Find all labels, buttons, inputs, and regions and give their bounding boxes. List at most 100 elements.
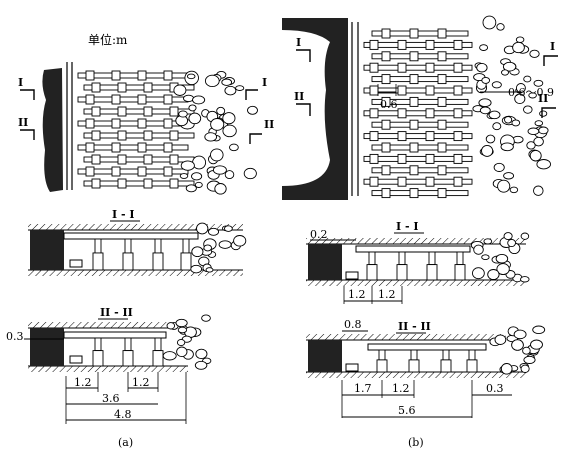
panel-a-plan: I I II II: [18, 62, 274, 195]
prop-head: [381, 96, 391, 107]
prop-head: [453, 153, 463, 164]
roof-beam: [371, 53, 469, 60]
rock: [195, 348, 208, 360]
prop-head: [437, 142, 447, 153]
rock: [196, 222, 209, 235]
prop-head: [163, 166, 173, 177]
roof-beam: [371, 144, 469, 151]
roof-beam: [83, 84, 195, 91]
rock: [496, 263, 510, 276]
prop-head: [425, 39, 435, 50]
prop-head: [397, 62, 407, 73]
rock: [538, 126, 549, 135]
prop-head: [91, 154, 101, 165]
rock: [224, 225, 233, 232]
prop-head: [137, 166, 147, 177]
rock: [247, 105, 258, 115]
panel-b-section-2: II - II 0.8 1.7 1.2 0.3 5.6 (b): [306, 318, 546, 449]
rock: [166, 322, 176, 330]
dim-b-1.7: 1.7: [354, 382, 372, 395]
rock: [201, 314, 211, 322]
prop-lower: [376, 359, 388, 373]
prop-head: [381, 142, 391, 153]
rock: [229, 143, 239, 152]
rock: [514, 93, 526, 105]
roof-beam: [83, 108, 195, 115]
prop-upper: [410, 349, 418, 361]
prop-upper: [468, 349, 476, 361]
prop-head: [91, 106, 101, 117]
prop-head: [425, 62, 435, 73]
prop-head: [381, 74, 391, 85]
rock: [179, 173, 189, 179]
roof-beam: [363, 110, 473, 117]
rock: [218, 240, 232, 249]
rock: [527, 127, 540, 136]
rock: [185, 184, 197, 193]
prop-head: [409, 74, 419, 85]
prop-head: [437, 188, 447, 199]
rock: [500, 142, 514, 152]
roof-beam: [371, 76, 469, 83]
prop-head: [85, 166, 95, 177]
plan-mark-a-II-left: II: [18, 116, 28, 129]
rock: [178, 110, 188, 118]
section-b2-title: II - II: [398, 320, 431, 333]
prop-head: [425, 153, 435, 164]
section-a1-title: I - I: [112, 208, 135, 221]
prop-head: [409, 142, 419, 153]
roof-beam: [77, 144, 189, 151]
dim-a-0.3: 0.3: [6, 330, 24, 343]
rock: [502, 61, 517, 72]
prop-head: [111, 166, 121, 177]
rock: [503, 172, 515, 180]
rock: [501, 69, 509, 76]
prop-head: [437, 74, 447, 85]
rock: [222, 112, 236, 125]
panel-b-plan: I I II II 0.6 0.6～0.9: [282, 15, 558, 200]
prop-head: [425, 108, 435, 119]
prop-head: [381, 28, 391, 39]
rock: [520, 276, 530, 283]
rock: [482, 15, 497, 30]
prop-head: [111, 142, 121, 153]
rock: [523, 75, 532, 83]
rock: [493, 162, 505, 172]
rock: [481, 254, 490, 261]
plan-mark-b-II-left: II: [294, 90, 304, 103]
prop-lower: [366, 264, 378, 281]
prop-head: [397, 85, 407, 96]
rock: [180, 160, 195, 171]
rock: [536, 159, 551, 170]
roof-beam: [83, 132, 195, 139]
prop-head: [169, 154, 179, 165]
rock: [504, 116, 513, 124]
prop-lower: [122, 252, 134, 271]
prop-head: [397, 108, 407, 119]
roof-beam: [363, 178, 473, 185]
prop-lower: [426, 264, 438, 281]
prop-upper: [182, 238, 190, 254]
prop-head: [425, 176, 435, 187]
prop-head: [143, 82, 153, 93]
dim-b-0.2: 0.2: [310, 228, 328, 241]
rock: [191, 172, 203, 181]
prop-head: [409, 188, 419, 199]
prop-head: [163, 142, 173, 153]
roof-beam: [371, 167, 469, 174]
rock: [205, 267, 214, 273]
prop-head: [369, 62, 379, 73]
roof-beams-a: [77, 70, 195, 189]
roof-beam: [371, 121, 469, 128]
rock: [210, 118, 225, 131]
rock: [479, 44, 489, 51]
prop-head: [409, 165, 419, 176]
prop-head: [117, 82, 127, 93]
rock: [528, 92, 537, 99]
prop-head: [111, 70, 121, 81]
rock: [212, 165, 227, 175]
panel-b-section-1: I - I 0.2 1.2 1.2: [306, 220, 530, 304]
prop-head: [91, 130, 101, 141]
panel-a-section-2: II - II 0.3 1.2 1.2 3.6 4.8 (a): [6, 306, 212, 449]
plan-mark-b-I-right: I: [550, 40, 555, 53]
